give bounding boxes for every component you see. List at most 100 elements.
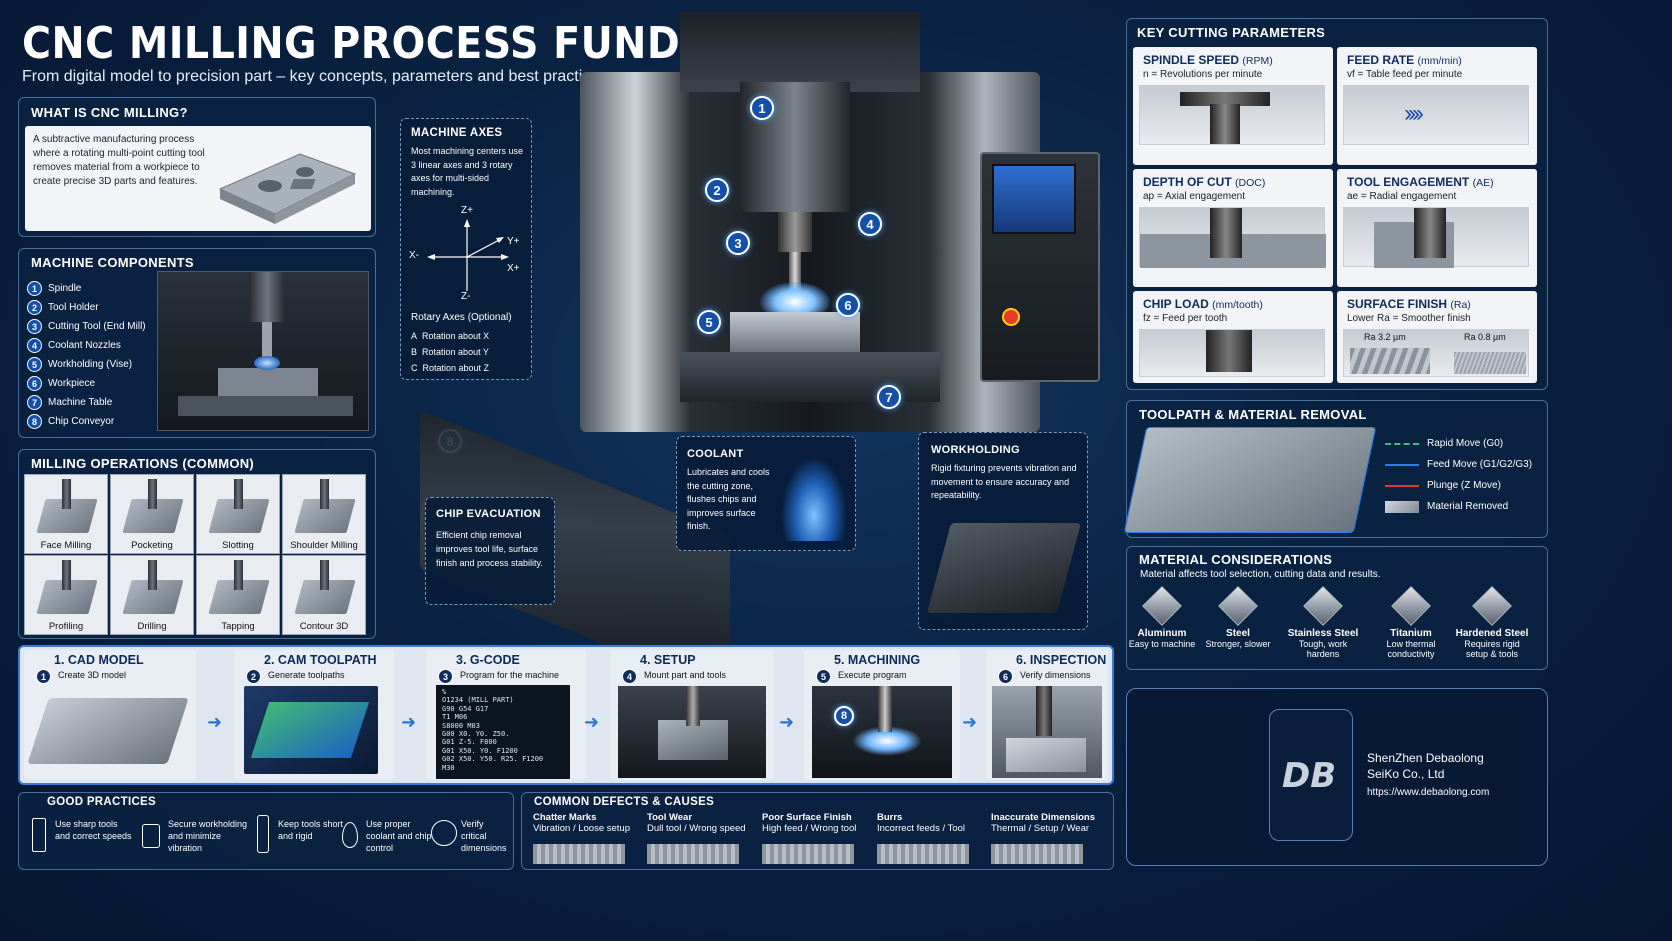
axes-title: MACHINE AXES	[411, 127, 503, 139]
legend-item: Rapid Move (G0)	[1385, 433, 1532, 454]
operation-pocketing: Pocketing	[110, 474, 194, 554]
good-practice-item: Secure workholding and minimize vibratio…	[168, 819, 248, 853]
machine-badge: 7	[877, 385, 901, 409]
operation-slotting: Slotting	[196, 474, 280, 554]
company-name-1: ShenZhen Debaolong	[1367, 751, 1484, 765]
operation-tapping: Tapping	[196, 555, 280, 635]
param-depth-of-cut: DEPTH OF CUT (DOC) ap = Axial engagement	[1133, 169, 1333, 287]
operation-shoulder-milling: Shoulder Milling	[282, 474, 366, 554]
materials-title: MATERIAL CONSIDERATIONS	[1139, 552, 1333, 567]
page-subtitle: From digital model to precision part – k…	[22, 68, 608, 85]
crosshair-icon	[431, 820, 457, 846]
components-title: MACHINE COMPONENTS	[31, 255, 194, 270]
legend-item: Material Removed	[1385, 496, 1532, 517]
machine-badge: 4	[858, 212, 882, 236]
logo-frame: DB	[1269, 709, 1353, 841]
toolpath-illustration	[1123, 427, 1377, 533]
axis-x-plus: X+	[507, 263, 520, 274]
param-spindle-speed: SPINDLE SPEED (RPM) n = Revolutions per …	[1133, 47, 1333, 165]
company-panel: DB ShenZhen Debaolong SeiKo Co., Ltd htt…	[1126, 688, 1548, 866]
workholding-title: WORKHOLDING	[931, 444, 1020, 456]
step-g-code: 3. G-CODE 3 Program for the machine %O12…	[426, 650, 586, 780]
axes-diagram	[427, 219, 509, 291]
operation-face-milling: Face Milling	[24, 474, 108, 554]
chip-evacuation-title: CHIP EVACUATION	[436, 508, 541, 520]
vise-illustration	[926, 523, 1082, 613]
machine-badge: 1	[750, 96, 774, 120]
good-practice-item: Use sharp tools and correct speeds	[55, 819, 132, 841]
company-name-2: SeiKo Co., Ltd	[1367, 767, 1445, 781]
coolant-splash	[781, 457, 847, 541]
company-url-link[interactable]: https://www.debaolong.com	[1367, 787, 1490, 798]
axes-text: Most machining centers use 3 linear axes…	[411, 146, 524, 197]
coolant-callout: COOLANT Lubricates and cools the cutting…	[676, 436, 856, 551]
param-feed-rate: FEED RATE (mm/min) vf = Table feed per m…	[1337, 47, 1537, 165]
machine-badge: 5	[697, 310, 721, 334]
tool-holder-icon	[257, 815, 269, 853]
toolpath-title: TOOLPATH & MATERIAL REMOVAL	[1139, 407, 1367, 422]
good-practices-title: GOOD PRACTICES	[47, 796, 156, 808]
step-arrow-icon: ➜	[207, 712, 223, 732]
machine-interior-photo	[157, 271, 369, 431]
workpiece-illustration	[218, 153, 357, 224]
axis-x-minus: X-	[409, 250, 419, 261]
param-tool-engagement: TOOL ENGAGEMENT (AE) ae = Radial engagem…	[1337, 169, 1537, 287]
company-logo-icon: DB	[1282, 756, 1337, 796]
machine-badge: 2	[705, 178, 729, 202]
rotary-list: A Rotation about X B Rotation about Y C …	[411, 331, 490, 373]
feed-arrows-icon: ››››	[1404, 100, 1424, 127]
workholding-callout: WORKHOLDING Rigid fixturing prevents vib…	[918, 432, 1088, 630]
lock-icon	[142, 824, 160, 848]
legend-item: Plunge (Z Move)	[1385, 475, 1532, 496]
what-is-card: A subtractive manufacturing process wher…	[25, 126, 371, 231]
step-arrow-icon: ➜	[962, 712, 978, 732]
machine-badge: 3	[726, 231, 750, 255]
axis-y-plus: Y+	[507, 236, 520, 247]
materials-sub: Material affects tool selection, cutting…	[1140, 569, 1381, 580]
step-arrow-icon: ➜	[401, 712, 417, 732]
param-surface-finish: SURFACE FINISH (Ra) Lower Ra = Smoother …	[1337, 291, 1537, 383]
operations-title: MILLING OPERATIONS (COMMON)	[31, 456, 255, 471]
ra-rough-label: Ra 3.2 µm	[1364, 332, 1406, 342]
params-title: KEY CUTTING PARAMETERS	[1137, 25, 1326, 40]
machining-badge: 8	[834, 706, 854, 726]
coolant-text: Lubricates and cools the cutting zone, f…	[687, 467, 770, 531]
defects-title: COMMON DEFECTS & CAUSES	[534, 796, 715, 808]
coolant-drop-icon	[342, 822, 358, 848]
axes-panel: MACHINE AXES Most machining centers use …	[400, 118, 532, 380]
param-chip-load: CHIP LOAD (mm/tooth) fz = Feed per tooth	[1133, 291, 1333, 383]
operation-drilling: Drilling	[110, 555, 194, 635]
step-cam-toolpath: 2. CAM TOOLPATH 2 Generate toolpaths	[234, 650, 394, 780]
what-is-text: A subtractive manufacturing process wher…	[33, 134, 205, 187]
toolpath-panel: TOOLPATH & MATERIAL REMOVAL Rapid Move (…	[1123, 400, 1548, 538]
chip-evacuation-callout: CHIP EVACUATION Efficient chip removal i…	[425, 497, 555, 605]
rotary-title: Rotary Axes (Optional)	[411, 312, 512, 323]
good-practice-item: Keep tools short and rigid	[278, 819, 344, 841]
coolant-title: COOLANT	[687, 448, 744, 460]
operation-contour-3d: Contour 3D	[282, 555, 366, 635]
axis-z-plus: Z+	[461, 205, 473, 216]
good-practice-item: Verify critical dimensions	[461, 819, 507, 853]
step-machining: 5. MACHINING 5 Execute program	[804, 650, 960, 780]
what-is-panel: WHAT IS CNC MILLING? A subtractive manuf…	[18, 97, 376, 237]
chip-evacuation-text: Efficient chip removal improves tool lif…	[436, 530, 543, 568]
end-mill-icon	[32, 818, 46, 852]
workholding-text: Rigid fixturing prevents vibration and m…	[931, 463, 1077, 500]
